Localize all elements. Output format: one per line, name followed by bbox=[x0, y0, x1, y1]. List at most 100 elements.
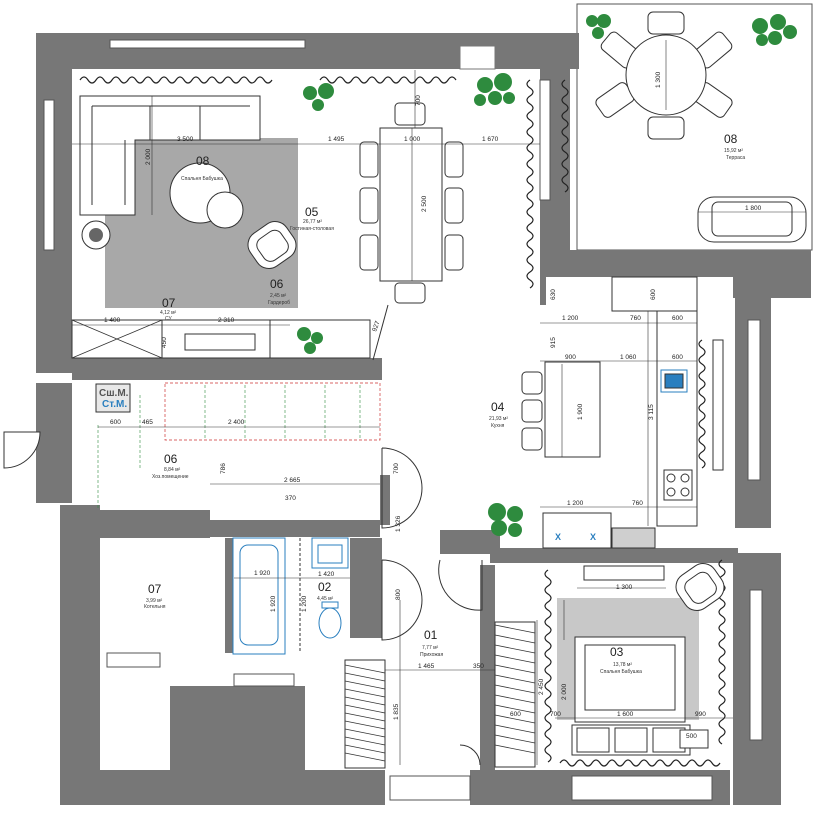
dim-1200a: 1 200 bbox=[562, 315, 579, 322]
dim-1400: 1 400 bbox=[104, 317, 121, 324]
side-table bbox=[206, 191, 244, 229]
room-03-name: Спальня Бабушка bbox=[600, 669, 642, 675]
dim-990: 990 bbox=[695, 711, 706, 718]
room-04-number: 04 bbox=[491, 400, 505, 414]
washer-label: Сш.М. bbox=[99, 388, 129, 399]
dim-600b: 600 bbox=[672, 315, 683, 322]
dim-1420: 1 420 bbox=[318, 571, 335, 578]
dryer-label: Ст.М. bbox=[102, 399, 127, 410]
dim-700: 700 bbox=[550, 711, 561, 718]
dim-900a: 900 bbox=[565, 354, 576, 361]
room-07b-number: 07 bbox=[148, 582, 162, 596]
dim-465: 465 bbox=[142, 419, 153, 426]
dim-2000b: 2 000 bbox=[561, 683, 568, 700]
dim-1200c: 1 200 bbox=[301, 595, 308, 612]
dim-1900: 1 900 bbox=[577, 403, 584, 420]
plant-icon bbox=[297, 327, 323, 354]
room-08b-number: 08 bbox=[196, 154, 210, 168]
dim-1670: 1 670 bbox=[482, 136, 499, 143]
dim-600a: 600 bbox=[110, 419, 121, 426]
tv-console bbox=[184, 333, 256, 351]
room-05-area: 26,77 м² bbox=[303, 219, 323, 225]
dim-1326: 1 326 bbox=[395, 515, 402, 532]
dim-920: 1 920 bbox=[254, 570, 271, 577]
dim-350: 350 bbox=[473, 663, 484, 670]
room-01-area: 7,77 м² bbox=[422, 645, 439, 651]
bathroom bbox=[232, 537, 349, 655]
doors bbox=[3, 431, 483, 766]
room-05-number: 05 bbox=[305, 205, 319, 219]
room-08b-name: Спальня Бабушка bbox=[181, 176, 223, 182]
dim-2665: 2 665 bbox=[284, 477, 301, 484]
dim-1465: 1 465 bbox=[418, 663, 435, 670]
kitchen bbox=[521, 276, 724, 549]
room-04-area: 21,93 м² bbox=[489, 416, 509, 422]
dryer-x-icon: X bbox=[590, 532, 596, 542]
dim-450: 450 bbox=[161, 337, 168, 348]
dim-915: 915 bbox=[550, 337, 557, 348]
room-07a-number: 07 bbox=[162, 296, 176, 310]
dim-600c: 600 bbox=[510, 711, 521, 718]
dim-760a: 760 bbox=[630, 315, 641, 322]
plant-icon bbox=[488, 503, 523, 537]
room-07b-name: Котельня bbox=[144, 604, 166, 610]
room-05-name: Гостиная-столовая bbox=[290, 226, 334, 232]
dim-1930: 1 920 bbox=[270, 595, 277, 612]
room-06a-number: 06 bbox=[270, 277, 284, 291]
dim-700-top: 700 bbox=[415, 95, 422, 106]
room-07a-name: СУ bbox=[165, 316, 172, 322]
plant-icon bbox=[474, 73, 515, 106]
dim-1495: 1 495 bbox=[328, 136, 345, 143]
room-08a-number: 08 bbox=[724, 132, 738, 146]
dim-700b: 700 bbox=[393, 463, 400, 474]
room-06a-name: Гардероб bbox=[268, 300, 290, 306]
dim-1300t: 1 300 bbox=[655, 71, 662, 88]
room-06b-number: 06 bbox=[164, 452, 178, 466]
dimension-lines bbox=[72, 40, 806, 765]
room-08a-area: 15,92 м² bbox=[724, 148, 744, 154]
room-07a-area: 4,12 м² bbox=[160, 310, 177, 316]
dim-3500: 3 500 bbox=[177, 136, 194, 143]
plant-icon bbox=[586, 14, 611, 39]
dining-set bbox=[359, 102, 464, 304]
dim-1835: 1 835 bbox=[393, 703, 400, 720]
dim-600-kitchen: 600 bbox=[650, 289, 657, 300]
dim-760b: 760 bbox=[632, 500, 643, 507]
wardrobe-hatching bbox=[71, 319, 536, 762]
bed bbox=[571, 565, 709, 756]
dim-927: 927 bbox=[371, 320, 381, 333]
stair-arrow bbox=[372, 304, 389, 361]
dim-2450: 2 450 bbox=[538, 678, 545, 695]
dim-1000: 1 000 bbox=[404, 136, 421, 143]
dim-1060: 1 060 bbox=[620, 354, 637, 361]
dim-630: 630 bbox=[550, 289, 557, 300]
room-03-number: 03 bbox=[610, 645, 624, 659]
room-06a-area: 2,45 м² bbox=[270, 293, 287, 299]
dim-2400: 2 400 bbox=[228, 419, 245, 426]
room-06b-area: 8,84 м² bbox=[164, 467, 181, 473]
dim-786: 786 bbox=[220, 463, 227, 474]
dim-370: 370 bbox=[285, 495, 296, 502]
armchair bbox=[247, 220, 297, 270]
room-02-number: 02 bbox=[318, 580, 332, 594]
utility-dashed bbox=[97, 385, 361, 510]
dim-500: 500 bbox=[686, 733, 697, 740]
utility-appliances bbox=[95, 383, 131, 413]
dim-2310: 2 310 bbox=[218, 317, 235, 324]
room-01-number: 01 bbox=[424, 628, 438, 642]
windows bbox=[43, 39, 763, 801]
plant-icon bbox=[303, 83, 334, 111]
room-08a-name: Терраса bbox=[726, 155, 746, 161]
room-06b-name: Хоз.помещение bbox=[152, 474, 189, 480]
dim-1300b: 1 300 bbox=[616, 584, 633, 591]
sofa bbox=[79, 95, 261, 216]
curtains bbox=[79, 76, 726, 767]
room-03-area: 13,78 м² bbox=[613, 662, 633, 668]
dim-1200b: 1 200 bbox=[567, 500, 584, 507]
washer-x-icon: X bbox=[555, 532, 561, 542]
utility-shelving bbox=[164, 382, 381, 441]
dim-800: 800 bbox=[395, 589, 402, 600]
dim-600d: 600 bbox=[672, 354, 683, 361]
room-07b-area: 3,99 м² bbox=[146, 598, 163, 604]
